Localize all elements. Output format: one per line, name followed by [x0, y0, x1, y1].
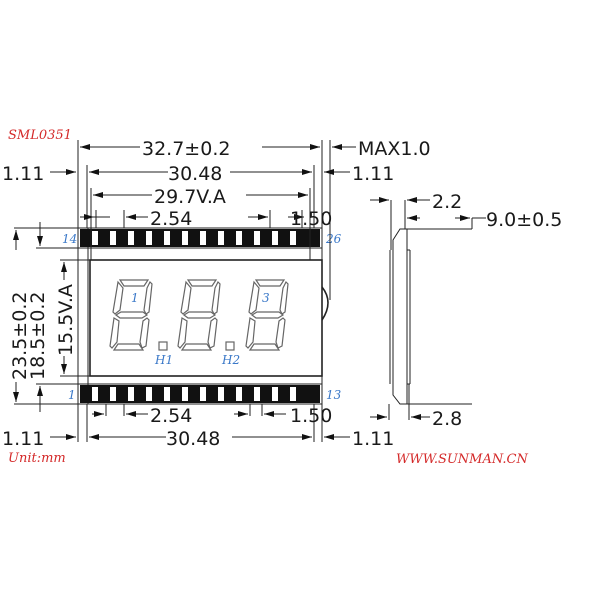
- viewing-area: [89, 259, 323, 377]
- dim-edge-left-bottom: 1.11: [2, 428, 44, 450]
- bottom-dimensions: 2.54 1.50 1.11 30.48 1.11: [2, 404, 394, 450]
- pin-gaps-top: [92, 231, 296, 245]
- dim-side-depth: 2.8: [432, 408, 462, 430]
- decimal-point-h2: [225, 341, 235, 351]
- dim-side-total: 9.0±0.5: [486, 209, 562, 231]
- side-dimensions: 2.2 9.0±0.5 2.8: [370, 191, 562, 430]
- dim-edge-right-bottom: 1.11: [352, 428, 394, 450]
- seven-segment-digits: 1 3 H1 H2: [109, 279, 289, 367]
- dim-pin-pitch-bottom: 2.54: [150, 405, 192, 427]
- decimal-label-h2: H2: [221, 353, 240, 367]
- dim-edge-left-top: 1.11: [2, 163, 44, 185]
- unit-label: Unit:mm: [8, 451, 66, 466]
- decimal-point-h1: [158, 341, 168, 351]
- pin-label-13: 13: [326, 388, 342, 402]
- digit-3: [245, 279, 289, 351]
- dim-viewing-height: 15.5V.A: [55, 284, 77, 356]
- side-view: [388, 200, 473, 420]
- digit-1: [109, 279, 153, 351]
- dim-pin-pitch-top: 2.54: [150, 208, 192, 230]
- left-dimensions: 23.5±0.2 18.5±0.2 15.5V.A: [9, 222, 90, 412]
- pin-label-14: 14: [62, 232, 77, 246]
- decimal-label-h1: H1: [154, 353, 173, 367]
- dim-viewing-width: 29.7V.A: [154, 186, 226, 208]
- dim-pin-span-bottom: 30.48: [166, 428, 220, 450]
- pin-gaps-bottom: [92, 387, 296, 401]
- digit-label-1: 1: [131, 291, 139, 305]
- dim-pin-offset-bottom: 1.50: [290, 405, 332, 427]
- digit-label-3: 3: [262, 291, 270, 305]
- dim-overall-width: 32.7±0.2: [142, 138, 230, 160]
- dim-max-thickness: MAX1.0: [358, 138, 431, 160]
- model-label: SML0351: [8, 128, 72, 143]
- digit-2: [177, 279, 221, 351]
- top-dimensions: 32.7±0.2 MAX1.0 30.48 1.11 1.11 29.7V.A …: [2, 138, 431, 300]
- dim-glass-height: 18.5±0.2: [27, 292, 49, 380]
- dim-pin-offset-top: 1.50: [290, 208, 332, 230]
- pin-label-26: 26: [325, 232, 342, 246]
- dim-pin-span: 30.48: [168, 163, 222, 185]
- dim-edge-right-top: 1.11: [352, 163, 394, 185]
- dim-overall-height: 23.5±0.2: [9, 292, 31, 380]
- dim-side-pin-width: 2.2: [432, 191, 462, 213]
- pin-label-1: 1: [68, 388, 76, 402]
- seal-bump: [321, 286, 329, 321]
- website-label: WWW.SUNMAN.CN: [396, 452, 529, 467]
- front-view: 14 26 1 13: [62, 227, 342, 405]
